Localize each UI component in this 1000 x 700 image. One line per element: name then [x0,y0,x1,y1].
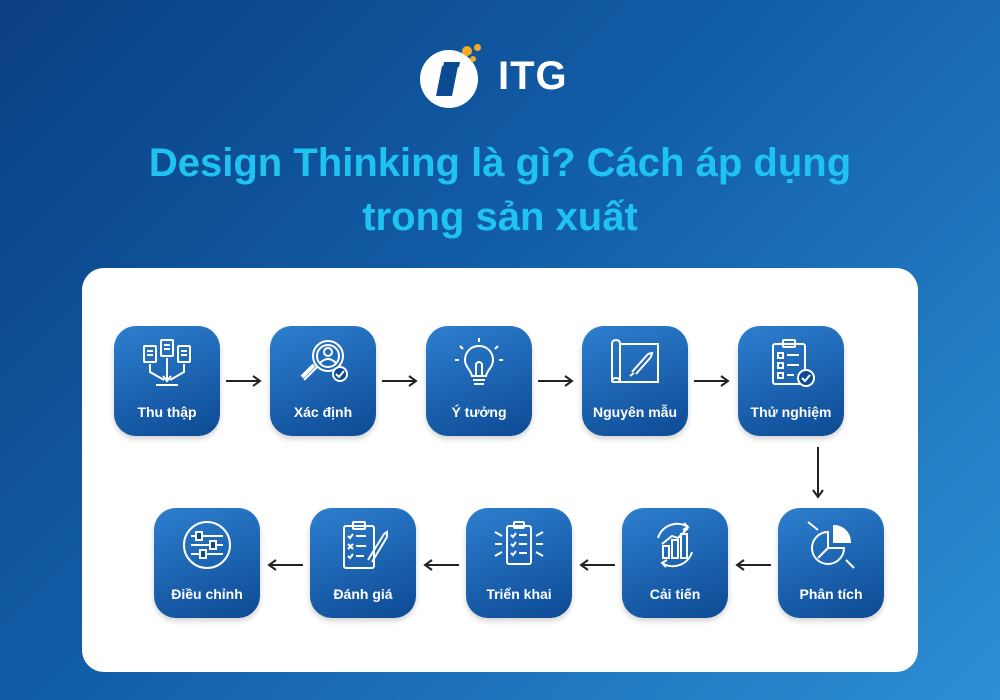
step-label: Điều chỉnh [171,586,243,602]
step-label: Đánh giá [333,586,393,602]
step-xac-dinh: Xác định [270,326,376,436]
step-dieu-chinh: Điều chỉnh [154,508,260,618]
arrow-left-icon [267,559,303,571]
brand-logo: ITG [420,40,568,112]
step-thu-thap: Thu thập [114,326,220,436]
brand-name: ITG [498,53,568,98]
pie-chart-icon [807,521,855,569]
arrow-left-icon [735,559,771,571]
step-phan-tich: Phân tích [778,508,884,618]
checklist-pencil-icon [343,521,388,569]
arrow-down-icon [812,447,824,499]
blueprint-pencil-icon [611,338,659,383]
arrow-left-icon [423,559,459,571]
title-line-1: Design Thinking là gì? Cách áp dụng [148,141,852,185]
step-label: Cải tiến [649,586,701,602]
arrow-right-icon [538,375,574,387]
step-nguyen-mau: Nguyên mẫu [582,326,688,436]
title-line-2: trong sản xuất [362,195,638,239]
sliders-icon [183,521,231,569]
clipboard-check-icon [772,339,815,387]
step-label: Triển khai [486,586,552,602]
step-thu-nghiem: Thử nghiệm [738,326,844,436]
documents-download-icon [143,339,191,386]
step-danh-gia: Đánh giá [310,508,416,618]
itg-logo-icon [420,44,484,108]
step-label: Thu thập [137,404,197,420]
step-label: Phân tích [799,586,863,602]
growth-cycle-icon [657,522,693,568]
process-diagram-panel: Thu thập Xác định Ý tưởng [82,268,918,672]
step-label: Nguyên mẫu [592,404,677,420]
checklist-expand-icon [494,521,544,565]
step-label: Thử nghiệm [750,404,832,420]
step-y-tuong: Ý tưởng [426,326,532,436]
lightbulb-icon [455,338,503,385]
step-cai-tien: Cải tiến [622,508,728,618]
arrow-right-icon [694,375,730,387]
arrow-left-icon [579,559,615,571]
arrow-right-icon [226,375,262,387]
step-label: Ý tưởng [451,404,507,420]
arrow-right-icon [382,375,418,387]
step-trien-khai: Triển khai [466,508,572,618]
step-label: Xác định [293,404,353,420]
page-title: Design Thinking là gì? Cách áp dụng tron… [0,136,1000,244]
magnifier-person-icon [300,340,348,382]
